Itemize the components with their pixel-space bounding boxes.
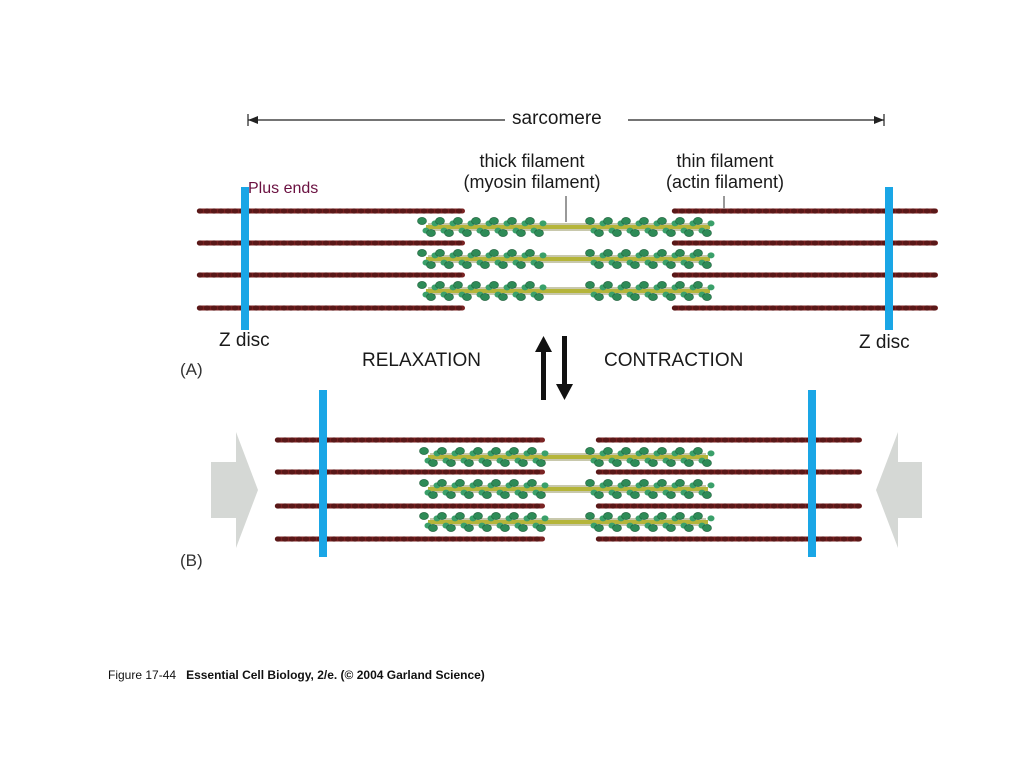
figure-source: Essential Cell Biology, 2/e. (© 2004 Gar… bbox=[186, 668, 485, 682]
sarcomere-label: sarcomere bbox=[512, 108, 602, 129]
actin-filament bbox=[274, 437, 545, 443]
z-disc-left-label: Z disc bbox=[219, 330, 270, 351]
actin-filament bbox=[595, 536, 862, 542]
figure-number: Figure 17-44 bbox=[108, 668, 177, 682]
actin-filament bbox=[595, 503, 862, 509]
myosin-filament bbox=[417, 217, 715, 237]
myosin-filament bbox=[419, 479, 715, 499]
figure-caption: Figure 17-44 Essential Cell Biology, 2/e… bbox=[108, 668, 485, 682]
contraction-label: CONTRACTION bbox=[604, 350, 744, 371]
plus-ends-label: Plus ends bbox=[248, 180, 319, 197]
thick-filament-subname: (myosin filament) bbox=[463, 172, 601, 192]
push-arrow-left-icon bbox=[211, 432, 258, 548]
myosin-filament bbox=[417, 249, 715, 269]
actin-filament bbox=[671, 305, 938, 311]
z-disc-line bbox=[808, 390, 816, 557]
sarcomere-span-arrow bbox=[247, 114, 885, 126]
actin-filament bbox=[274, 503, 545, 509]
actin-filament bbox=[274, 469, 545, 475]
actin-filament bbox=[196, 305, 465, 311]
actin-filament bbox=[196, 240, 465, 246]
panel-b-contracted bbox=[274, 390, 862, 557]
z-disc-right-label: Z disc bbox=[859, 332, 910, 353]
push-arrow-right-icon bbox=[876, 432, 922, 548]
reversible-arrows-icon bbox=[535, 336, 573, 400]
relaxation-label: RELAXATION bbox=[362, 350, 481, 371]
panel-a-relaxed bbox=[196, 187, 938, 330]
actin-filament bbox=[595, 469, 862, 475]
z-disc-line bbox=[241, 187, 249, 330]
thick-filament-label: thick filament (myosin filament) bbox=[440, 151, 624, 193]
thick-filament-name: thick filament bbox=[479, 151, 585, 171]
panel-b-label: (B) bbox=[180, 551, 203, 570]
actin-filament bbox=[274, 536, 545, 542]
panel-a-label: (A) bbox=[180, 360, 203, 379]
myosin-filament bbox=[417, 281, 715, 301]
actin-filament bbox=[595, 437, 862, 443]
actin-filament bbox=[196, 208, 465, 214]
actin-filament bbox=[671, 240, 938, 246]
myosin-filament bbox=[419, 512, 715, 532]
actin-filament bbox=[671, 272, 938, 278]
actin-filament bbox=[671, 208, 938, 214]
actin-filament bbox=[196, 272, 465, 278]
z-disc-line bbox=[885, 187, 893, 330]
thin-filament-label: thin filament (actin filament) bbox=[640, 151, 810, 193]
thin-filament-subname: (actin filament) bbox=[665, 172, 785, 192]
z-disc-line bbox=[319, 390, 327, 557]
thin-filament-name: thin filament bbox=[676, 151, 774, 171]
myosin-filament bbox=[419, 447, 715, 467]
